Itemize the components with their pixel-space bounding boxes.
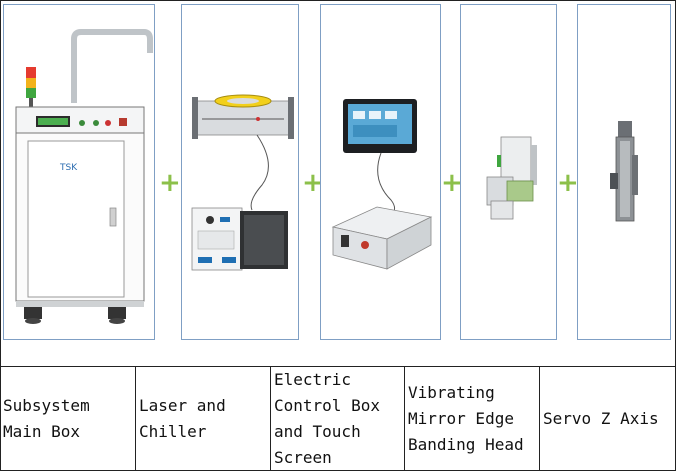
label-edge-banding-head: Vibrating Mirror Edge Banding Head — [408, 383, 524, 454]
label-cell-main-box: Subsystem Main Box — [0, 367, 136, 471]
panel-main-box: TSK — [3, 4, 155, 340]
edge-banding-head-icon — [486, 136, 537, 220]
main-cabinet-icon: TSK — [15, 29, 153, 324]
label-control-box: Electric Control Box and Touch Screen — [274, 370, 380, 467]
panel-control-box — [320, 4, 441, 340]
plus-sign-4: + — [557, 168, 579, 198]
panel-edge-banding-head — [460, 4, 557, 340]
label-cell-edge-banding-head: Vibrating Mirror Edge Banding Head — [405, 367, 540, 471]
servo-z-axis-icon — [610, 121, 638, 222]
touch-screen-icon — [343, 99, 417, 153]
label-main-box: Subsystem Main Box — [3, 396, 90, 441]
component-label-table: Subsystem Main Box Laser and Chiller Ele… — [0, 366, 676, 472]
plus-sign-1: + — [159, 168, 181, 198]
brand-logo: TSK — [59, 163, 78, 173]
panel-laser-chiller — [181, 4, 299, 340]
label-servo-z-axis: Servo Z Axis — [543, 409, 659, 428]
plus-sign-2: + — [302, 168, 324, 198]
label-cell-control-box: Electric Control Box and Touch Screen — [271, 367, 405, 471]
panel-servo-z-axis — [577, 4, 671, 340]
label-cell-servo-z-axis: Servo Z Axis — [540, 367, 676, 471]
chiller-icon — [191, 207, 288, 271]
laser-source-icon — [192, 94, 294, 139]
label-laser-chiller: Laser and Chiller — [139, 396, 226, 441]
control-box-icon — [331, 206, 433, 270]
plus-sign-3: + — [441, 168, 463, 198]
label-cell-laser-chiller: Laser and Chiller — [136, 367, 271, 471]
